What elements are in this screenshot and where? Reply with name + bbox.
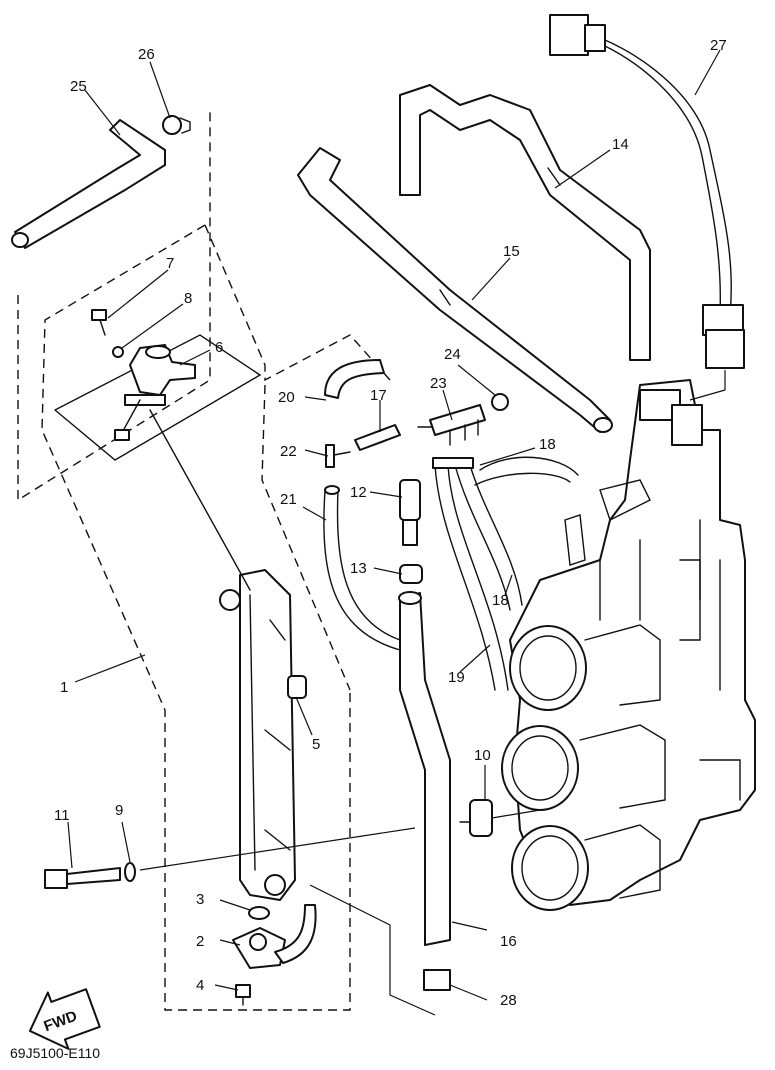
bolt-11	[44, 827, 416, 889]
callout-9: 9	[115, 802, 123, 819]
hose-18	[454, 456, 579, 611]
callout-22: 22	[280, 443, 297, 460]
callout-25: 25	[70, 78, 87, 95]
hose-clamp-28	[309, 884, 451, 1016]
callout-18: 18	[539, 436, 556, 453]
joint-23	[417, 404, 486, 446]
hose-17	[354, 424, 401, 451]
callout-24: 24	[444, 346, 461, 363]
callout-3: 3	[196, 891, 204, 908]
bolt-4	[235, 984, 251, 1006]
callout-21: 21	[280, 491, 297, 508]
callout-27: 27	[710, 37, 727, 54]
callout-18b: 18	[492, 592, 509, 609]
callout-labels: 1 2 3 4 5 6 7 8 9 10 11 12 13 14 15 16 1…	[54, 37, 727, 1009]
callout-7: 7	[166, 255, 174, 272]
leader-lines	[67, 49, 721, 1001]
callout-11: 11	[54, 807, 70, 824]
joint-22	[325, 444, 351, 468]
clamp-24	[491, 393, 509, 411]
callout-15: 15	[503, 243, 520, 260]
hose-16	[398, 591, 451, 946]
throttle-body-assembly	[501, 379, 756, 911]
callout-1: 1	[60, 679, 68, 696]
fuel-rail-1	[149, 409, 296, 901]
callout-2: 2	[196, 933, 204, 950]
drawing-code: 69J5100-E110	[10, 1045, 100, 1061]
callout-8: 8	[184, 290, 192, 307]
hose-14	[399, 84, 651, 361]
fwd-arrow: FWD	[28, 988, 101, 1050]
fuel-pipe-joint-2	[232, 904, 317, 969]
callout-28: 28	[500, 992, 517, 1009]
screw-7	[91, 309, 107, 336]
washer-9	[124, 862, 136, 882]
vacuum-switching-valve-10	[459, 799, 541, 837]
hose-20	[324, 359, 385, 399]
o-ring-8	[112, 346, 124, 358]
callout-10: 10	[474, 747, 491, 764]
callout-14: 14	[612, 136, 629, 153]
callout-20: 20	[278, 389, 295, 406]
callout-19: 19	[448, 669, 465, 686]
fuel-injector-5	[287, 675, 307, 699]
callout-13: 13	[350, 560, 367, 577]
hose-19	[432, 457, 509, 691]
fuel-filter-12	[399, 479, 421, 546]
o-ring-3	[248, 906, 270, 920]
callout-16: 16	[500, 933, 517, 950]
wire-harness-27	[549, 14, 745, 401]
hose-clamp-26	[162, 115, 191, 135]
callout-12: 12	[350, 484, 367, 501]
callout-5: 5	[312, 736, 320, 753]
callout-23: 23	[430, 375, 447, 392]
callout-4: 4	[196, 977, 204, 994]
clamp-13	[399, 564, 423, 584]
hose-15	[297, 147, 613, 433]
pressure-regulator-6	[114, 344, 196, 441]
hose-25	[11, 119, 166, 249]
callout-26: 26	[138, 46, 155, 63]
callout-6: 6	[215, 339, 223, 356]
callout-17: 17	[370, 387, 387, 404]
